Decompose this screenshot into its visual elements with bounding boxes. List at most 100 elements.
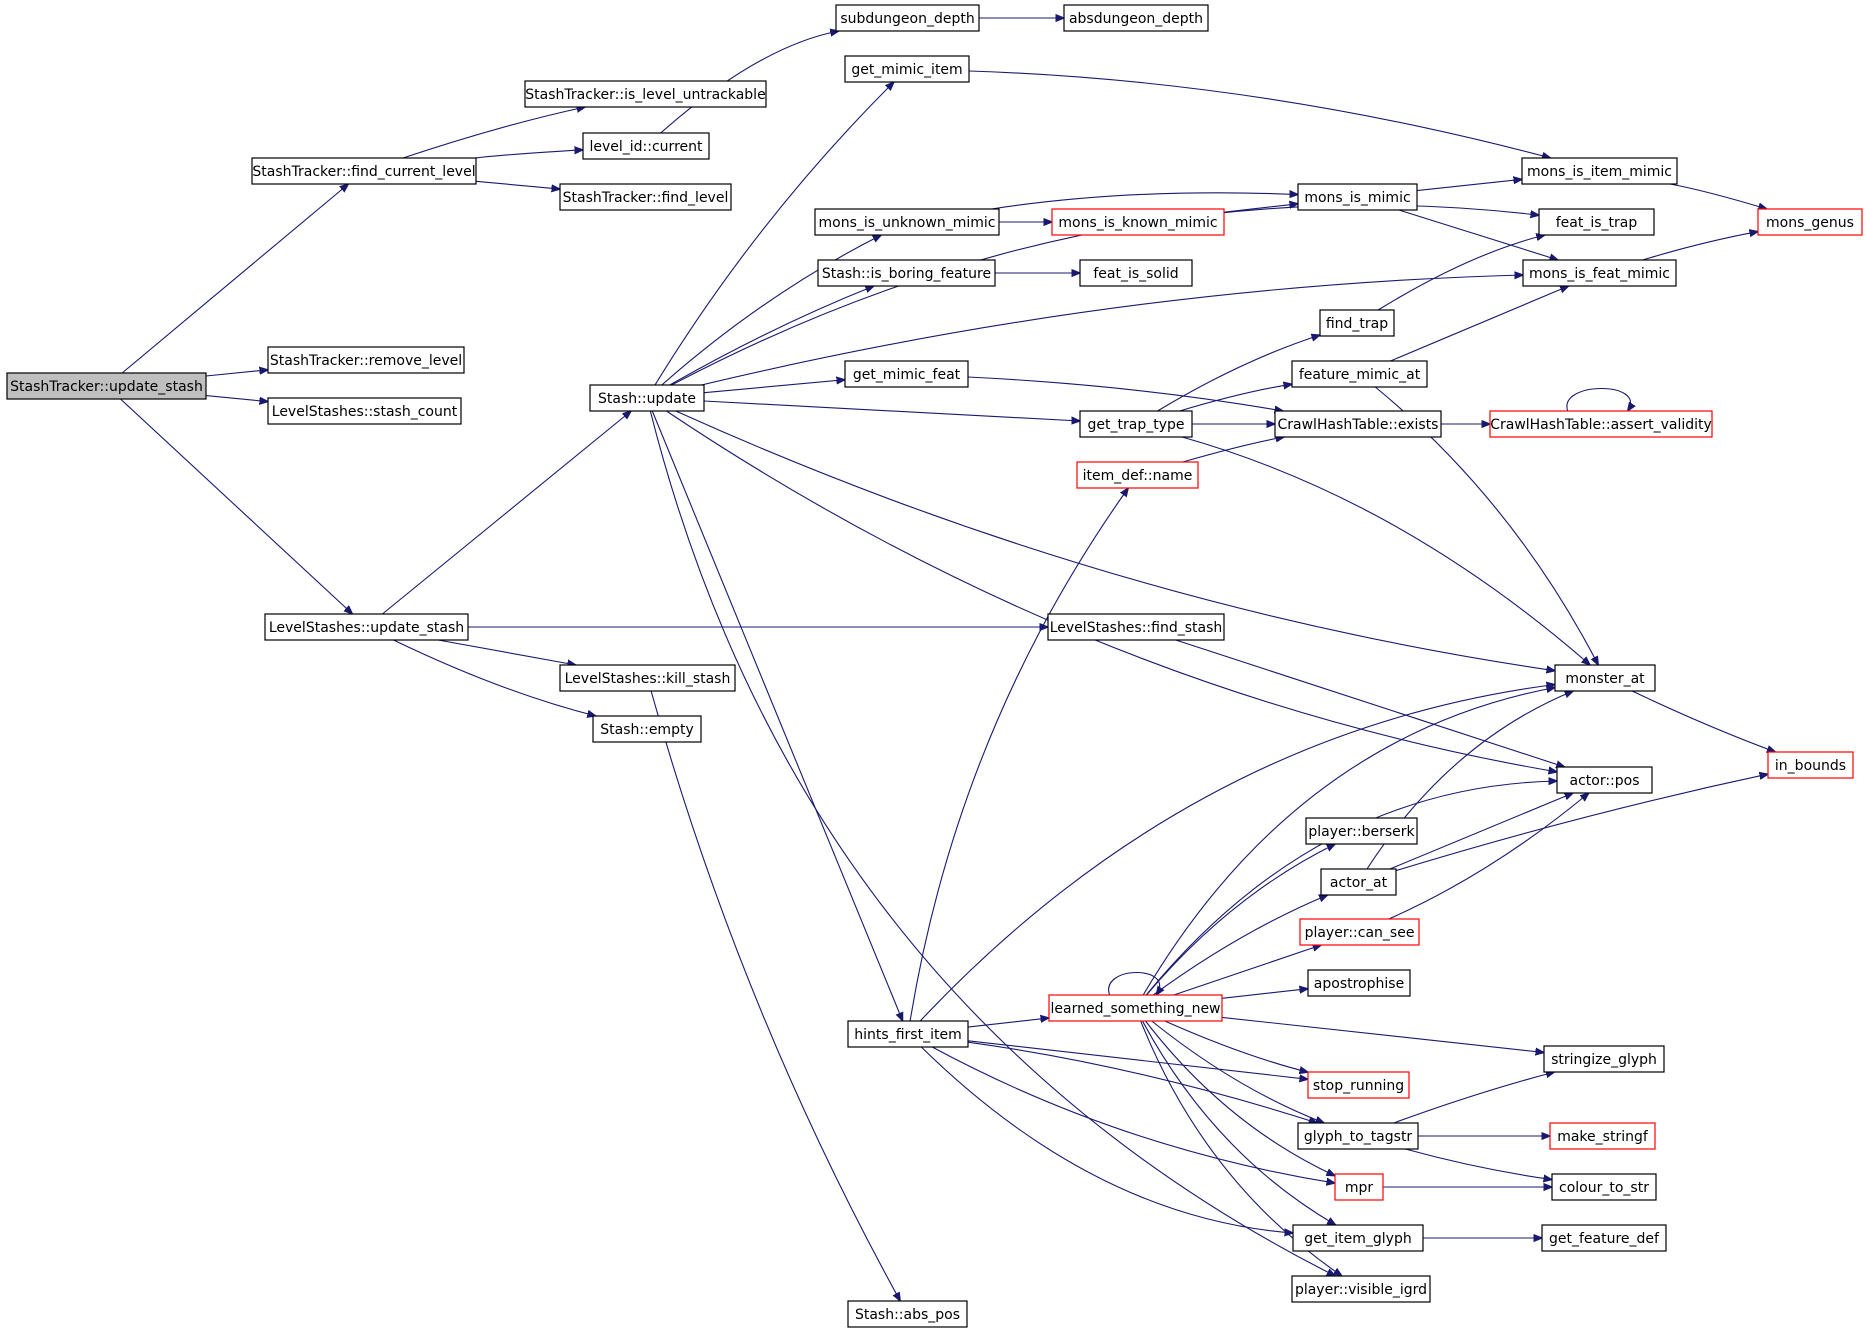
call-edge-find_current_level-to-level_id_current [474,150,583,159]
node-label: StashTracker::is_level_untrackable [525,87,765,103]
node-label: get_feature_def [1549,1231,1660,1247]
node-find-current-level[interactable]: StashTracker::find_current_level [251,157,477,185]
call-edge-hints_first_item-to-learned_something_new [967,1018,1049,1028]
node-monster-at[interactable]: monster_at [1554,664,1656,692]
node-label: CrawlHashTable::exists [1278,417,1439,433]
call-edge-get_trap_type-to-monster_at [1181,436,1590,665]
call-edge-stash_update-to-monster_at [675,410,1555,671]
node-label: item_def::name [1083,468,1193,484]
node-get-item-glyph[interactable]: get_item_glyph [1292,1224,1424,1252]
node-get-feature-def[interactable]: get_feature_def [1541,1224,1667,1252]
node-visible-igrd[interactable]: player::visible_igrd [1291,1275,1431,1303]
node-label: LevelStashes::stash_count [272,404,458,420]
node-label: feat_is_solid [1093,266,1178,282]
node-learned-something-new[interactable]: learned_something_new [1048,994,1223,1022]
call-edge-item_def_name-to-hash_exists [1182,437,1285,463]
node-box [1554,664,1656,692]
node-find-stash[interactable]: LevelStashes::find_stash [1047,613,1225,641]
node-subdungeon-depth[interactable]: subdungeon_depth [835,4,980,32]
node-kill-stash[interactable]: LevelStashes::kill_stash [559,664,736,692]
node-box [1549,1122,1656,1150]
node-mons-is-item-mimic[interactable]: mons_is_item_mimic [1521,157,1678,185]
node-label: find_trap [1326,316,1388,332]
node-make-stringf[interactable]: make_stringf [1549,1122,1656,1150]
node-label: stringize_glyph [1551,1052,1657,1068]
node-stash-abs-pos[interactable]: Stash::abs_pos [847,1300,968,1328]
node-colour-to-str[interactable]: colour_to_str [1551,1173,1657,1201]
node-mpr[interactable]: mpr [1334,1173,1384,1201]
call-edge-update_stash_root-to-ls_update_stash [120,398,353,614]
node-hash-exists[interactable]: CrawlHashTable::exists [1274,410,1442,438]
node-label: get_mimic_feat [853,367,961,383]
node-label: glyph_to_tagstr [1304,1129,1413,1145]
node-feature-mimic-at[interactable]: feature_mimic_at [1291,360,1428,388]
call-edge-find_trap-to-feat_is_trap [1377,235,1545,311]
node-box [1291,360,1428,388]
node-feat-is-trap[interactable]: feat_is_trap [1538,208,1655,236]
call-edge-stash_update-to-hints_first_item [651,410,902,1021]
node-box [1320,868,1397,896]
node-mons-is-unknown-mimic[interactable]: mons_is_unknown_mimic [814,208,1000,236]
node-label: actor_at [1330,875,1388,891]
node-get-mimic-feat[interactable]: get_mimic_feat [844,360,969,388]
node-level-id-current[interactable]: level_id::current [582,132,710,160]
node-hints-first-item[interactable]: hints_first_item [847,1020,969,1048]
node-feat-is-solid[interactable]: feat_is_solid [1079,259,1193,287]
node-absdungeon-depth[interactable]: absdungeon_depth [1063,4,1209,32]
node-label: mons_genus [1766,215,1854,231]
node-mons-is-feat-mimic[interactable]: mons_is_feat_mimic [1522,259,1677,287]
node-label: mons_is_mimic [1304,190,1410,206]
call-edge-stash_update-to-is_boring_feature [669,286,874,386]
node-in-bounds[interactable]: in_bounds [1767,751,1854,779]
node-box [1307,969,1411,997]
node-label: learned_something_new [1050,1001,1220,1017]
node-mons-is-known-mimic[interactable]: mons_is_known_mimic [1051,208,1225,236]
call-edge-stash_update-to-get_mimic_item [654,82,894,386]
node-actor-pos[interactable]: actor::pos [1556,766,1653,794]
node-assert-validity[interactable]: CrawlHashTable::assert_validity [1489,410,1713,438]
node-player-can-see[interactable]: player::can_see [1299,918,1420,946]
node-actor-at[interactable]: actor_at [1320,868,1397,896]
call-edge-learned_something_new-to-learned_something_new [1108,972,1160,996]
node-ls-update-stash[interactable]: LevelStashes::update_stash [264,613,469,641]
call-edge-ls_update_stash-to-stash_empty [393,639,596,716]
node-find-trap[interactable]: find_trap [1319,309,1395,337]
node-stash-update[interactable]: Stash::update [589,384,705,412]
node-glyph-to-tagstr[interactable]: glyph_to_tagstr [1297,1122,1419,1150]
node-is-level-untrackable[interactable]: StashTracker::is_level_untrackable [524,80,767,108]
node-mons-genus[interactable]: mons_genus [1757,208,1863,236]
node-stop-running[interactable]: stop_running [1307,1071,1410,1099]
node-label: subdungeon_depth [840,11,974,27]
node-box [1076,461,1199,489]
call-edge-stash_update-to-get_mimic_feat [703,380,845,394]
node-stash-count[interactable]: LevelStashes::stash_count [267,397,462,425]
node-stringize-glyph[interactable]: stringize_glyph [1543,1045,1665,1073]
node-box [844,55,970,83]
call-edge-find_current_level-to-is_level_untrackable [402,107,585,159]
node-is-boring-feature[interactable]: Stash::is_boring_feature [817,259,996,287]
node-find-level[interactable]: StashTracker::find_level [559,183,732,211]
node-item-def-name[interactable]: item_def::name [1076,461,1199,489]
node-apostrophise[interactable]: apostrophise [1307,969,1411,997]
node-label: mons_is_feat_mimic [1529,266,1670,282]
node-box [1767,751,1854,779]
node-stash-empty[interactable]: Stash::empty [592,715,702,743]
node-box [1297,183,1418,211]
call-edge-ls_update_stash-to-kill_stash [438,639,576,665]
node-label: hints_first_item [854,1027,961,1043]
node-box [1047,613,1225,641]
node-box [1079,410,1193,438]
node-player-berserk[interactable]: player::berserk [1305,817,1418,845]
node-label: mons_is_known_mimic [1058,215,1217,231]
node-get-mimic-item[interactable]: get_mimic_item [844,55,970,83]
node-update-stash-root[interactable]: StashTracker::update_stash [6,372,207,400]
node-remove-level[interactable]: StashTracker::remove_level [267,346,465,374]
node-box [6,372,207,400]
call-edge-learned_something_new-to-stop_running [1164,1020,1308,1072]
node-label: actor::pos [1569,773,1639,789]
node-get-trap-type[interactable]: get_trap_type [1079,410,1193,438]
node-mons-is-mimic[interactable]: mons_is_mimic [1297,183,1418,211]
node-label: absdungeon_depth [1069,11,1203,27]
node-label: StashTracker::remove_level [270,353,462,369]
